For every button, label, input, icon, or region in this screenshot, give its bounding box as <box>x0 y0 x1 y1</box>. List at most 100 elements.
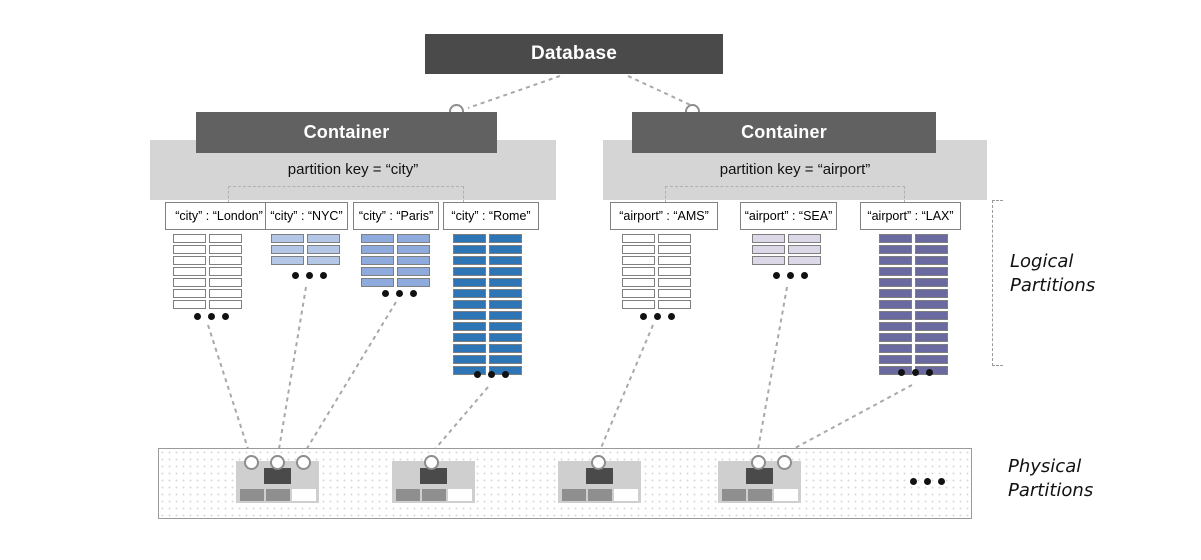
document-cell <box>879 333 912 342</box>
document-cell <box>489 311 522 320</box>
document-cell <box>788 234 821 243</box>
document-row <box>361 278 430 287</box>
document-cell <box>622 234 655 243</box>
document-cell <box>453 311 486 320</box>
logical-partition-key-lax[interactable]: “airport” : “LAX” <box>860 202 961 230</box>
document-cell <box>489 355 522 364</box>
document-cell <box>879 355 912 364</box>
document-cell <box>658 245 691 254</box>
database-node[interactable]: Database <box>425 34 723 74</box>
document-cell <box>361 234 394 243</box>
logical-partition-key-london[interactable]: “city” : “London” <box>165 202 273 230</box>
document-cell <box>453 322 486 331</box>
document-cell <box>209 267 242 276</box>
document-row <box>879 355 948 364</box>
ellipsis-rome <box>474 371 509 378</box>
document-row <box>271 256 340 265</box>
document-cell <box>361 245 394 254</box>
document-row <box>453 278 522 287</box>
document-cell <box>752 234 785 243</box>
document-row <box>622 256 691 265</box>
document-cell <box>915 245 948 254</box>
partition-key-right: partition key = “airport” <box>719 161 871 178</box>
document-row <box>879 289 948 298</box>
document-cell <box>788 256 821 265</box>
document-cell <box>879 366 912 375</box>
document-cell <box>209 256 242 265</box>
document-row <box>173 289 242 298</box>
document-row <box>622 300 691 309</box>
logical-partition-key-paris[interactable]: “city” : “Paris” <box>353 202 439 230</box>
document-cell <box>915 278 948 287</box>
logical-partition-key-nyc[interactable]: “city” : “NYC” <box>265 202 348 230</box>
document-cell <box>489 267 522 276</box>
document-cell <box>173 300 206 309</box>
document-cell <box>879 311 912 320</box>
document-row <box>173 256 242 265</box>
ellipsis-lax <box>898 369 933 376</box>
document-cell <box>879 289 912 298</box>
physical-partition-connector-1a <box>244 455 259 470</box>
logical-partitions-bracket <box>992 200 1003 366</box>
ellipsis-nyc <box>292 272 327 279</box>
logical-partition-key-ams[interactable]: “airport” : “AMS” <box>610 202 718 230</box>
document-row <box>879 256 948 265</box>
physical-partition-connector-1b <box>270 455 285 470</box>
document-cell <box>397 256 430 265</box>
document-cell <box>915 322 948 331</box>
document-row <box>879 322 948 331</box>
document-cell <box>915 311 948 320</box>
document-row <box>361 256 430 265</box>
logical-partition-key-rome[interactable]: “city” : “Rome” <box>443 202 539 230</box>
document-stack-nyc <box>271 234 340 265</box>
physical-partition-replica-4a <box>722 489 746 501</box>
physical-partition-replica-2c <box>448 489 472 501</box>
document-row <box>622 234 691 243</box>
document-cell <box>397 267 430 276</box>
document-cell <box>173 256 206 265</box>
document-cell <box>879 267 912 276</box>
document-cell <box>453 278 486 287</box>
document-row <box>453 256 522 265</box>
document-cell <box>453 234 486 243</box>
document-cell <box>489 245 522 254</box>
document-cell <box>307 245 340 254</box>
logical-partition-key-sea[interactable]: “airport” : “SEA” <box>740 202 837 230</box>
document-cell <box>397 278 430 287</box>
ellipsis-physical-partitions <box>910 478 945 485</box>
document-row <box>271 234 340 243</box>
document-cell <box>173 267 206 276</box>
document-cell <box>397 245 430 254</box>
container-label-left: Container <box>303 122 390 142</box>
physical-partition-replica-2b <box>422 489 446 501</box>
document-row <box>453 333 522 342</box>
document-cell <box>271 245 304 254</box>
document-cell <box>489 256 522 265</box>
physical-partition-replica-1c <box>292 489 316 501</box>
document-cell <box>453 245 486 254</box>
document-cell <box>361 278 394 287</box>
document-cell <box>173 234 206 243</box>
document-cell <box>915 355 948 364</box>
document-cell <box>622 245 655 254</box>
physical-partition-node-3 <box>586 468 613 484</box>
document-row <box>361 245 430 254</box>
ellipsis-london <box>194 313 229 320</box>
document-cell <box>622 256 655 265</box>
document-row <box>361 267 430 276</box>
document-cell <box>658 256 691 265</box>
document-row <box>173 278 242 287</box>
document-row <box>453 311 522 320</box>
physical-partition-connector-2a <box>424 455 439 470</box>
document-cell <box>307 234 340 243</box>
document-cell <box>209 234 242 243</box>
document-row <box>879 311 948 320</box>
document-row <box>879 245 948 254</box>
document-row <box>453 289 522 298</box>
container-header-left[interactable]: Container <box>196 112 497 153</box>
document-cell <box>209 245 242 254</box>
document-cell <box>658 289 691 298</box>
document-cell <box>453 267 486 276</box>
document-row <box>879 278 948 287</box>
container-header-right[interactable]: Container <box>632 112 936 153</box>
